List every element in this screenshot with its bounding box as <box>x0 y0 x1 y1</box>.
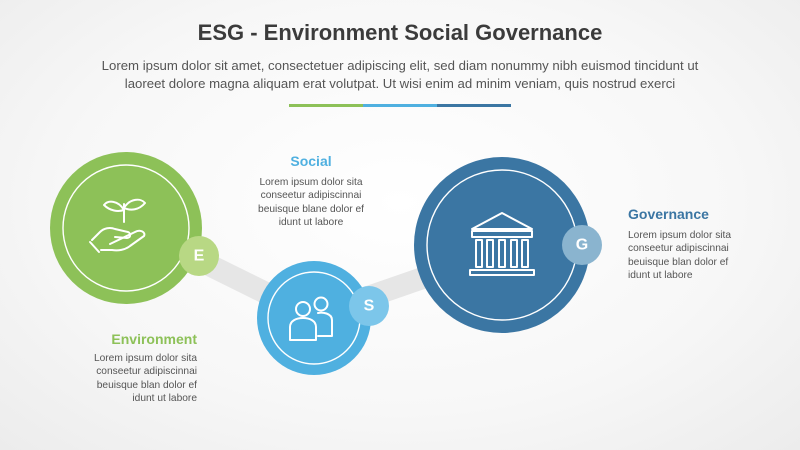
governance-description: Lorem ipsum dolor sita conseetur adipisc… <box>628 229 778 283</box>
environment-badge-letter: E <box>194 248 205 265</box>
governance-desc-line: beuisque blan dolor ef <box>628 256 729 268</box>
page-title: ESG - Environment Social Governance <box>197 20 603 45</box>
accent-bar-darkblue <box>437 104 511 107</box>
subtitle-line-1: Lorem ipsum dolor sit amet, consectetuer… <box>101 58 699 73</box>
social-badge <box>349 286 389 326</box>
hand-plant-icon <box>89 198 146 253</box>
social-desc-line: beuisque blane dolor ef <box>258 203 364 215</box>
users-icon <box>289 296 333 341</box>
environment-desc-line: conseetur adipiscinnai <box>96 366 197 378</box>
environment-circle-ring <box>62 164 190 292</box>
subtitle-line-2: laoreet dolore magna aliquam erat volutp… <box>124 76 676 91</box>
social-badge-letter: S <box>364 298 375 315</box>
environment-desc-line: Lorem ipsum dolor sita <box>93 353 197 364</box>
environment-circle <box>50 152 202 304</box>
governance-badge <box>562 225 602 265</box>
social-desc-line: conseetur adipiscinnai <box>260 190 362 202</box>
environment-description: Lorem ipsum dolor sita conseetur adipisc… <box>60 352 197 406</box>
social-desc-line: Lorem ipsum dolor sita <box>259 177 363 188</box>
environment-desc-line: beuisque blan dolor ef <box>96 379 197 391</box>
accent-bar-green <box>289 104 363 107</box>
social-circle <box>257 261 371 375</box>
accent-bar-lightblue <box>363 104 437 107</box>
environment-heading: Environment <box>111 331 197 347</box>
governance-circle <box>414 157 590 333</box>
governance-desc-line: Lorem ipsum dolor sita <box>628 230 732 241</box>
environment-desc-line: idunt ut labore <box>132 393 197 405</box>
environment-badge <box>179 236 219 276</box>
page-subtitle: Lorem ipsum dolor sit amet, consectetuer… <box>60 57 740 93</box>
government-building-icon <box>469 212 535 276</box>
governance-node: G <box>414 157 602 333</box>
social-desc-line: idunt ut labore <box>278 217 344 229</box>
governance-desc-line: idunt ut labore <box>628 270 693 282</box>
social-node: S <box>257 261 389 375</box>
governance-badge-letter: G <box>576 237 588 254</box>
governance-heading: Governance <box>628 206 709 222</box>
environment-node: E <box>50 152 219 304</box>
social-heading: Social <box>290 153 332 169</box>
governance-desc-line: conseetur adipiscinnai <box>628 243 729 255</box>
social-description: Lorem ipsum dolor sita conseetur adipisc… <box>251 176 371 230</box>
